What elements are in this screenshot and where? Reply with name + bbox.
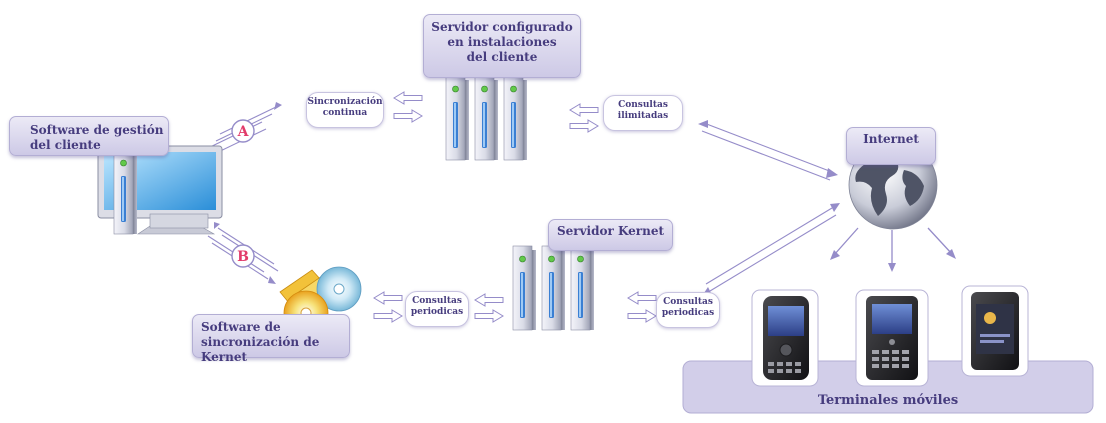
smartphone-icon: [751, 289, 819, 387]
server-client-box: Servidor configurado en instalaciones de…: [423, 14, 581, 78]
client-software-box: Software de gestión del cliente: [9, 116, 169, 156]
smartphone-icon: [855, 289, 929, 387]
smartphone-icon: [961, 285, 1029, 377]
pill-periodic-queries-2-label: Consultas periodicas: [661, 297, 715, 318]
pill-periodic-queries-1-label: Consultas periodicas: [410, 296, 464, 317]
marker-b-label: B: [237, 249, 249, 265]
pill-periodic-queries-1: Consultas periodicas: [405, 291, 469, 327]
internet-box: Internet: [846, 127, 936, 165]
marker-a-label: A: [237, 124, 250, 140]
internet-label: Internet: [863, 132, 919, 146]
server-rack-icon: [512, 245, 595, 331]
marker-b: B: [231, 244, 255, 268]
mobile-terminals-label: Terminales móviles: [817, 393, 959, 408]
desktop-computer-icon: [97, 145, 223, 235]
pill-unlimited-queries: Consultas ilimitadas: [603, 95, 683, 131]
pill-sync-continuous-label: Sincronización continua: [307, 97, 383, 118]
marker-a: A: [231, 119, 255, 143]
pill-periodic-queries-2: Consultas periodicas: [656, 292, 720, 328]
server-client-label: Servidor configurado en instalaciones de…: [431, 20, 573, 64]
internet-to-phones: [833, 227, 953, 266]
sync-software-box: Software de sincronización de Kernet: [192, 314, 350, 364]
pill-unlimited-queries-label: Consultas ilimitadas: [617, 100, 669, 121]
server-kernet-box: Servidor Kernet: [548, 219, 673, 251]
server-kernet-label: Servidor Kernet: [556, 224, 665, 238]
sync-software-label: Software de sincronización de Kernet: [201, 320, 320, 364]
pill-sync-continuous: Sincronización continua: [306, 92, 384, 128]
server-rack-icon: [445, 75, 528, 161]
client-software-label: Software de gestión del cliente: [30, 123, 164, 152]
